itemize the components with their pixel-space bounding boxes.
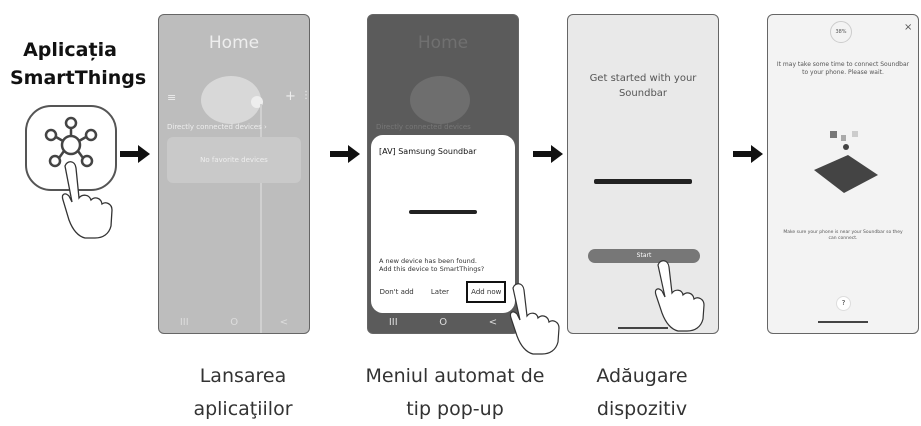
setup-heading: Get started with your Soundbar bbox=[568, 71, 718, 101]
new-device-dialog: [AV] Samsung Soundbar A new device has b… bbox=[371, 135, 515, 313]
soundbar-image bbox=[409, 210, 477, 214]
caption-line1: Meniul automat de bbox=[365, 365, 545, 387]
nav-bar: III O < bbox=[368, 311, 518, 333]
dialog-message: A new device has been found. Add this de… bbox=[379, 257, 484, 273]
nav-bar: III O < bbox=[159, 311, 309, 333]
caption-line1: Adăugare bbox=[596, 365, 688, 387]
section-label: Directly connected devices bbox=[376, 123, 471, 131]
tapping-hand-icon bbox=[509, 283, 560, 355]
lamp-illustration bbox=[201, 76, 263, 333]
connection-message-line2: to your phone. Please wait. bbox=[802, 69, 884, 76]
phone-screen-connecting: 38% × It may take some time to connect S… bbox=[767, 14, 919, 334]
screen-title: Home bbox=[208, 33, 260, 53]
proximity-hint-line1: Make sure your phone is near your Soundb… bbox=[783, 230, 903, 235]
app-title-line1: Aplicația bbox=[23, 39, 117, 61]
setup-heading-line1: Get started with your bbox=[589, 73, 697, 84]
app-title-line2: SmartThings bbox=[10, 67, 147, 89]
progress-indicator: 38% bbox=[830, 21, 852, 43]
dialog-message-line1: A new device has been found. bbox=[379, 257, 477, 265]
app-title: Aplicația SmartThings bbox=[10, 36, 147, 92]
phone-screen-add-device: Get started with your Soundbar Start bbox=[567, 14, 719, 334]
phone-connecting-illustration bbox=[814, 131, 878, 193]
phone-screen-popup: Home Directly connected devices [AV] Sam… bbox=[367, 14, 519, 334]
caption-add-device: Adăugare dispozitiv bbox=[567, 360, 717, 426]
home-button[interactable]: O bbox=[439, 316, 448, 328]
proximity-hint-line2: can connect. bbox=[828, 236, 858, 241]
phone-screen-home: Home ≡ + ⋮ Directly connected devices › … bbox=[158, 14, 310, 334]
caption-line2: tip pop-up bbox=[406, 398, 504, 420]
caption-line1: Lansarea bbox=[199, 365, 287, 387]
dont-add-button[interactable]: Don't add bbox=[379, 288, 414, 296]
home-indicator bbox=[818, 321, 868, 323]
add-now-button[interactable]: Add now bbox=[466, 281, 507, 303]
soundbar-image bbox=[594, 179, 692, 184]
close-icon[interactable]: × bbox=[904, 22, 913, 33]
favorites-card: No favorite devices bbox=[167, 137, 301, 183]
later-button[interactable]: Later bbox=[430, 288, 450, 296]
caption-popup-menu: Meniul automat de tip pop-up bbox=[355, 360, 555, 426]
back-button[interactable]: < bbox=[488, 316, 498, 328]
help-button[interactable]: ? bbox=[836, 296, 851, 311]
tapping-hand-icon bbox=[654, 260, 705, 332]
arrow-right-icon bbox=[733, 145, 763, 163]
recents-button[interactable]: III bbox=[179, 316, 189, 328]
section-label[interactable]: Directly connected devices › bbox=[167, 123, 267, 131]
more-icon[interactable]: ⋮ bbox=[301, 90, 310, 101]
start-button[interactable]: Start bbox=[588, 249, 700, 263]
arrow-right-icon bbox=[120, 145, 150, 163]
caption-line2: aplicaţiilor bbox=[193, 398, 293, 420]
setup-heading-line2: Soundbar bbox=[618, 88, 668, 99]
arrow-right-icon bbox=[330, 145, 360, 163]
caption-line2: dispozitiv bbox=[596, 398, 688, 420]
add-icon[interactable]: + bbox=[285, 89, 296, 104]
dialog-title: [AV] Samsung Soundbar bbox=[379, 147, 477, 156]
arrow-right-icon bbox=[533, 145, 563, 163]
dialog-message-line2: Add this device to SmartThings? bbox=[379, 265, 485, 273]
smartthings-hub-icon bbox=[44, 116, 98, 168]
connection-message: It may take some time to connect Soundba… bbox=[768, 61, 918, 77]
empty-favorites-text: No favorite devices bbox=[200, 156, 268, 164]
proximity-hint: Make sure your phone is near your Soundb… bbox=[768, 230, 918, 242]
dialog-buttons: Don't add Later Add now bbox=[371, 281, 515, 303]
home-button[interactable]: O bbox=[230, 316, 239, 328]
tapping-hand-icon bbox=[61, 161, 113, 239]
connection-message-line1: It may take some time to connect Soundba… bbox=[776, 61, 910, 68]
home-indicator bbox=[618, 327, 668, 329]
back-button[interactable]: < bbox=[279, 316, 289, 328]
recents-button[interactable]: III bbox=[388, 316, 398, 328]
lamp-illustration bbox=[410, 76, 470, 124]
caption-launch-apps: Lansarea aplicaţiilor bbox=[158, 360, 328, 426]
screen-title: Home bbox=[417, 33, 469, 53]
menu-icon[interactable]: ≡ bbox=[167, 91, 177, 104]
